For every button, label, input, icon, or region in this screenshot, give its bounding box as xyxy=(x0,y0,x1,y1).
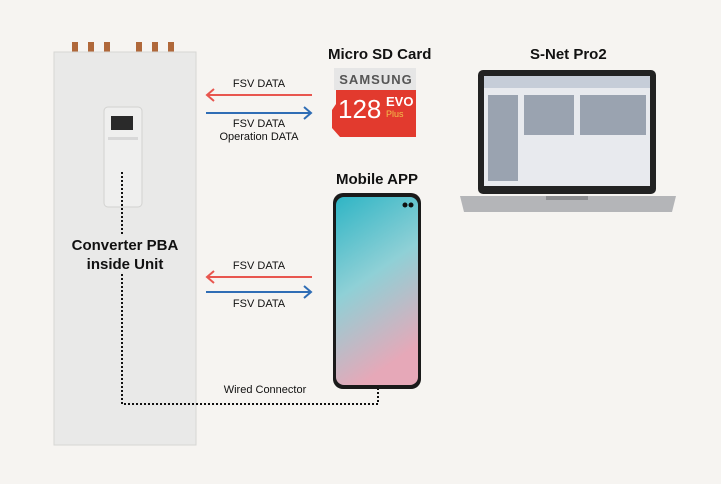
fsv-data-to-card-label: FSV DATA xyxy=(232,118,286,130)
indoor-unit xyxy=(53,42,197,446)
sd-sub: Plus xyxy=(386,109,404,119)
fsv-data-to-unit-label: FSV DATA xyxy=(232,78,286,90)
sd-model: EVO xyxy=(386,94,414,109)
sd-card-title: Micro SD Card xyxy=(328,46,432,63)
unit-label: Converter PBA inside Unit xyxy=(54,236,196,274)
sd-capacity: 128 xyxy=(338,94,382,124)
mobile-title: Mobile APP xyxy=(336,171,418,188)
laptop-title: S-Net Pro2 xyxy=(530,46,607,63)
laptop xyxy=(460,70,676,212)
operation-data-label: Operation DATA xyxy=(219,131,299,143)
app-fsv-data-to-app-label: FSV DATA xyxy=(232,298,286,310)
unit-label-line2: inside Unit xyxy=(86,256,164,273)
unit-label-line1: Converter PBA xyxy=(71,237,179,254)
wired-connector-label: Wired Connector xyxy=(223,384,307,396)
sd-brand: SAMSUNG xyxy=(339,72,413,87)
wired-connector-line xyxy=(121,172,379,405)
app-fsv-data-to-unit-label: FSV DATA xyxy=(232,260,286,272)
arrows xyxy=(205,88,313,299)
micro-sd-card xyxy=(332,68,416,137)
smartphone xyxy=(333,193,421,389)
